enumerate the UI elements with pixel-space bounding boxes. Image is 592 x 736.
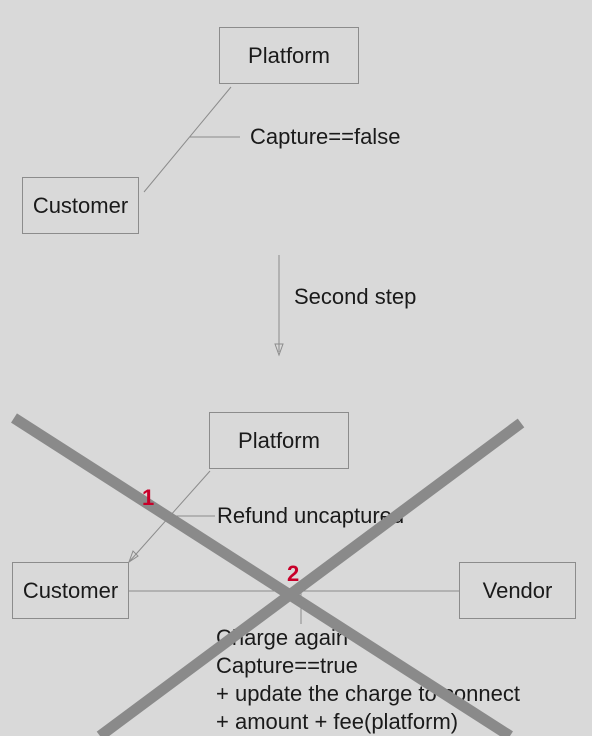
- edge-platform-customer-1: [143, 86, 232, 193]
- cross-out-stroke-a: [11, 413, 513, 736]
- step2-customer-node: Customer: [12, 562, 129, 619]
- charge-label-block: Charge again Capture==true + update the …: [216, 624, 520, 736]
- refund-label: Refund uncaptured: [217, 503, 405, 528]
- step2-vendor-label: Vendor: [482, 577, 553, 603]
- step1-edge-label: Capture==false: [250, 124, 401, 149]
- step1-customer-node: Customer: [22, 177, 139, 234]
- step1-customer-label: Customer: [32, 192, 129, 218]
- charge-label-line: Capture==true: [216, 653, 358, 678]
- charge-label-line: + amount + fee(platform): [216, 709, 459, 734]
- marker-1: 1: [142, 485, 155, 510]
- transition-arrow-head: [274, 343, 284, 357]
- step1-platform-label: Platform: [248, 42, 330, 68]
- marker-2: 2: [287, 561, 300, 586]
- edge-refund-arrowhead: [128, 550, 139, 564]
- step1-platform-node: Platform: [219, 27, 359, 84]
- transition-label: Second step: [294, 284, 417, 309]
- cross-out-stroke-b: [96, 418, 525, 736]
- step2-platform-node: Platform: [209, 412, 349, 469]
- charge-label-line: + update the charge to connect: [216, 681, 520, 706]
- step2-vendor-node: Vendor: [459, 562, 576, 619]
- step2-platform-label: Platform: [238, 427, 320, 453]
- step2-customer-label: Customer: [22, 577, 119, 603]
